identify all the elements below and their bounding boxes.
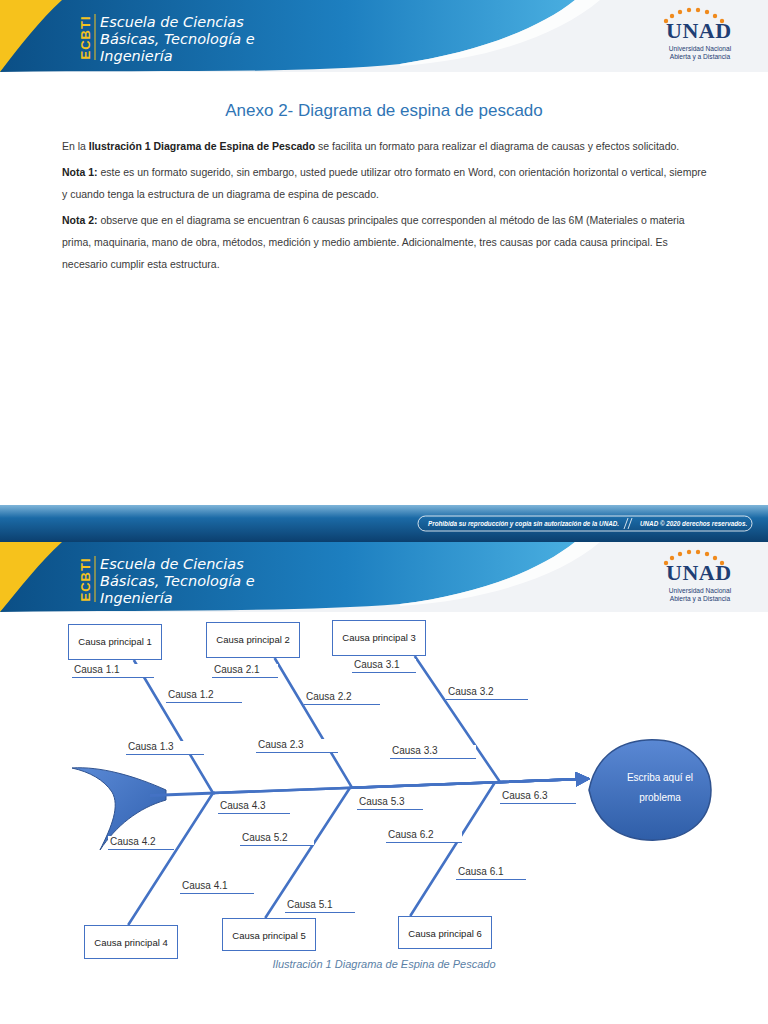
paragraph: Nota 1:este es un formato sugerido, sin … bbox=[62, 161, 710, 205]
cause-bone bbox=[134, 660, 589, 793]
problem-text: Escriba aquí el problema bbox=[615, 768, 705, 808]
paragraph: Nota 2:observe que en el diagrama se enc… bbox=[62, 209, 710, 275]
sub-cause-label: Causa 4.1 bbox=[180, 880, 254, 894]
paragraph: En laIlustración 1 Diagrama de Espina de… bbox=[62, 135, 710, 157]
logo-subtitle: Universidad Nacional Abierta y a Distanc… bbox=[660, 45, 740, 60]
paragraph-text: observe que en el diagrama se encuentran… bbox=[62, 214, 685, 270]
note-heading: Ilustración 1 Diagrama de Espina de Pesc… bbox=[89, 140, 315, 152]
school-name: Escuela de Ciencias Básicas, Tecnología … bbox=[100, 14, 285, 65]
sub-cause-label: Causa 3.3 bbox=[390, 745, 476, 759]
sub-cause-label: Causa 2.1 bbox=[212, 664, 278, 678]
footer-band bbox=[0, 505, 768, 542]
cause-bone bbox=[275, 658, 589, 788]
main-cause-box: Causa principal 3 bbox=[332, 620, 426, 656]
paragraph-text: se facilita un formato para realizar el … bbox=[318, 140, 679, 152]
paragraph-text: este es un formato sugerido, sin embargo… bbox=[62, 166, 707, 200]
sub-cause-label: Causa 5.3 bbox=[357, 796, 423, 810]
main-cause-text: Causa principal 1 bbox=[78, 636, 151, 647]
main-cause-box: Causa principal 6 bbox=[398, 916, 492, 949]
problem-head: Escriba aquí el problema bbox=[585, 738, 713, 842]
sub-cause-label: Causa 3.2 bbox=[446, 686, 528, 700]
note-heading: Nota 1: bbox=[62, 166, 98, 178]
logo-subtitle: Universidad Nacional Abierta y a Distanc… bbox=[660, 587, 740, 602]
header-band bbox=[0, 542, 768, 612]
sub-cause-label: Causa 1.1 bbox=[72, 664, 154, 678]
sub-cause-label: Causa 6.2 bbox=[386, 829, 462, 843]
header-band bbox=[0, 0, 768, 72]
footer-note: UNAD © 2020 derechos reservados. bbox=[640, 520, 747, 527]
sub-cause-label: Causa 3.1 bbox=[352, 659, 416, 673]
cause-bone bbox=[265, 779, 589, 918]
sub-cause-label: Causa 2.3 bbox=[256, 739, 338, 753]
figure-caption: Ilustración 1 Diagrama de Espina de Pesc… bbox=[0, 958, 768, 970]
fish-spine bbox=[150, 793, 215, 795]
paragraph-text: En la bbox=[62, 140, 86, 152]
logo-wordmark: UNAD bbox=[666, 18, 732, 44]
main-cause-box: Causa principal 4 bbox=[84, 925, 178, 959]
main-cause-box: Causa principal 2 bbox=[206, 622, 300, 658]
sub-cause-label: Causa 5.2 bbox=[240, 832, 314, 846]
main-cause-box: Causa principal 5 bbox=[222, 918, 316, 951]
main-cause-text: Causa principal 3 bbox=[342, 632, 415, 643]
logo-wordmark: UNAD bbox=[666, 560, 732, 586]
footer-note: Prohibida su reproducción y copia sin au… bbox=[428, 520, 619, 527]
main-cause-text: Causa principal 6 bbox=[408, 928, 481, 939]
main-cause-text: Causa principal 4 bbox=[94, 937, 167, 948]
sub-cause-label: Causa 5.1 bbox=[285, 899, 355, 913]
main-cause-text: Causa principal 5 bbox=[232, 930, 305, 941]
note-heading: Nota 2: bbox=[62, 214, 98, 226]
main-cause-text: Causa principal 2 bbox=[216, 634, 289, 645]
sub-cause-label: Causa 4.2 bbox=[108, 836, 174, 850]
cause-bone bbox=[128, 779, 589, 925]
page-title: Anexo 2- Diagrama de espina de pescado bbox=[0, 101, 768, 121]
school-acronym: ECBTI bbox=[78, 13, 93, 63]
sub-cause-label: Causa 1.2 bbox=[166, 689, 242, 703]
sub-cause-label: Causa 6.3 bbox=[500, 790, 576, 804]
sub-cause-label: Causa 1.3 bbox=[126, 741, 204, 755]
school-acronym: ECBTI bbox=[78, 555, 93, 605]
fish-head-shape bbox=[585, 738, 713, 842]
school-name: Escuela de Ciencias Básicas, Tecnología … bbox=[100, 556, 285, 607]
cause-bone bbox=[415, 656, 589, 782]
sub-cause-label: Causa 6.1 bbox=[456, 866, 526, 880]
cause-bone bbox=[410, 779, 589, 916]
sub-cause-label: Causa 4.3 bbox=[218, 800, 290, 814]
sub-cause-label: Causa 2.2 bbox=[304, 691, 380, 705]
main-cause-box: Causa principal 1 bbox=[68, 624, 162, 660]
